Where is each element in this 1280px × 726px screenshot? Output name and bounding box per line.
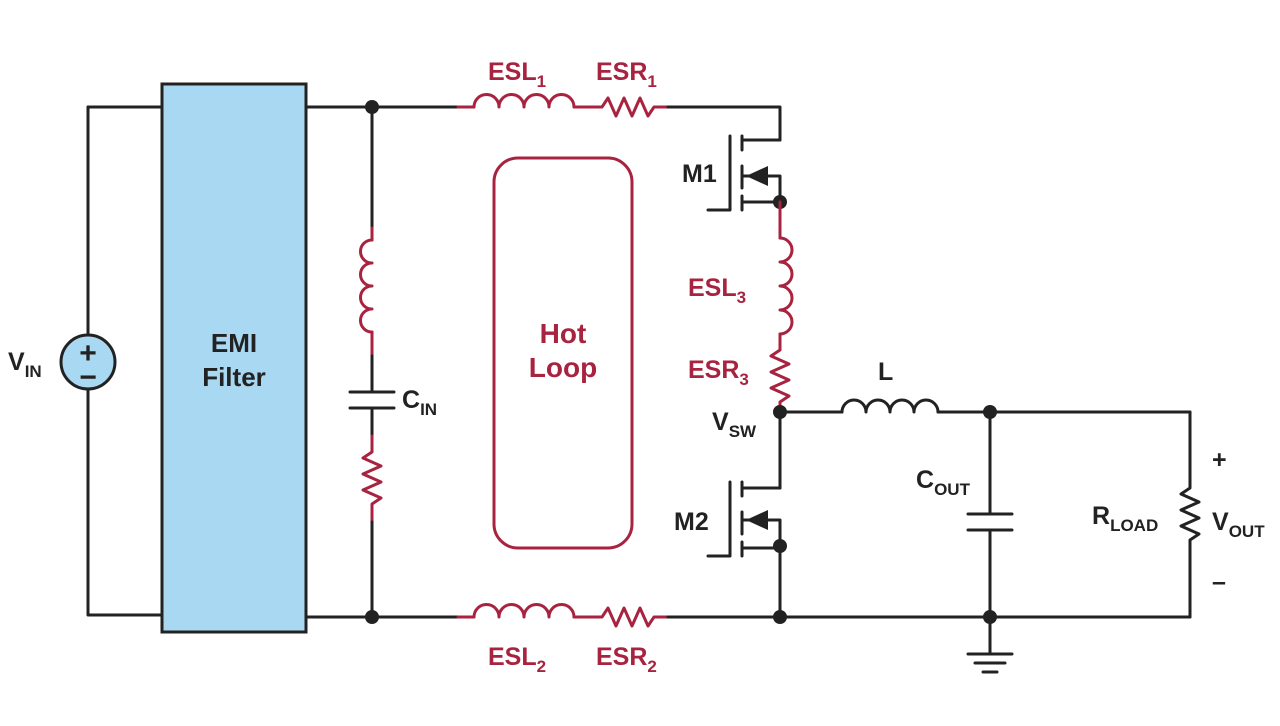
ground-symbol: [966, 615, 1014, 674]
hot-loop-line2: Loop: [529, 352, 597, 383]
cout-label: COUT: [916, 466, 971, 499]
vout-minus-sign: –: [1212, 568, 1226, 596]
m1-arrow: [746, 166, 768, 186]
top-rail-right-wire: [666, 105, 782, 142]
m1-mosfet: M1: [682, 134, 787, 212]
switch-node: VSW L: [712, 358, 1192, 441]
vout-plus-sign: +: [1212, 446, 1227, 474]
rload-resistor: [1179, 410, 1201, 619]
vout-label: VOUT: [1212, 508, 1265, 541]
esr2-resistor: [572, 606, 670, 628]
esr2-label: ESR2: [596, 643, 657, 676]
m2-gate: [706, 480, 732, 558]
m2-arrow: [746, 510, 768, 530]
input-source: + − VIN: [8, 105, 164, 617]
cout-branch: COUT: [916, 410, 1014, 619]
esr1-resistor: [572, 96, 670, 118]
esl3-label: ESL3: [688, 274, 746, 307]
cin-capacitor: [348, 390, 396, 410]
emi-filter-box: [160, 82, 308, 634]
cin-esl-inductor: [359, 238, 374, 334]
bottom-rail: ESL2 ESR2: [304, 603, 1192, 676]
esl1-label: ESL1: [488, 58, 546, 91]
m2-mosfet: M2: [674, 410, 787, 619]
cin-label: CIN: [402, 386, 437, 419]
emi-filter: EMI Filter: [160, 82, 308, 634]
hot-loop-outline: [492, 156, 634, 550]
cin-esr-resistor: [361, 434, 383, 524]
cin-branch: CIN: [348, 105, 437, 619]
vin-source-circle: [59, 333, 117, 391]
top-rail: ESL1 ESR1: [304, 58, 782, 142]
switch-leg-parasitics: ESL3 ESR3: [688, 200, 794, 414]
emi-filter-line1: EMI: [211, 328, 257, 358]
cout-capacitor: [966, 410, 1014, 619]
load-branch: RLOAD + – VOUT: [1092, 410, 1265, 619]
hot-loop-line1: Hot: [540, 318, 587, 349]
esr1-label: ESR1: [596, 58, 657, 91]
m1-gate: [706, 134, 732, 212]
esr3-resistor: [769, 332, 791, 414]
esl1-inductor: [472, 93, 576, 109]
vin-label: VIN: [8, 348, 42, 381]
hot-loop: Hot Loop: [492, 156, 634, 550]
vin-minus-sign: −: [79, 361, 97, 394]
m2-label: M2: [674, 508, 709, 536]
m1-label: M1: [682, 160, 717, 188]
esl2-inductor: [472, 603, 576, 619]
ground-icon: [966, 615, 1014, 674]
vin-lower-wire: [86, 387, 164, 617]
output-inductor: [840, 398, 940, 414]
emi-filter-line2: Filter: [202, 362, 266, 392]
esr3-label: ESR3: [688, 356, 749, 389]
vin-plus-sign: +: [79, 337, 97, 370]
rload-label: RLOAD: [1092, 502, 1158, 535]
esl2-label: ESL2: [488, 643, 546, 676]
vsw-label: VSW: [712, 408, 757, 441]
esl3-inductor: [778, 236, 794, 336]
inductor-l-label: L: [878, 358, 893, 386]
